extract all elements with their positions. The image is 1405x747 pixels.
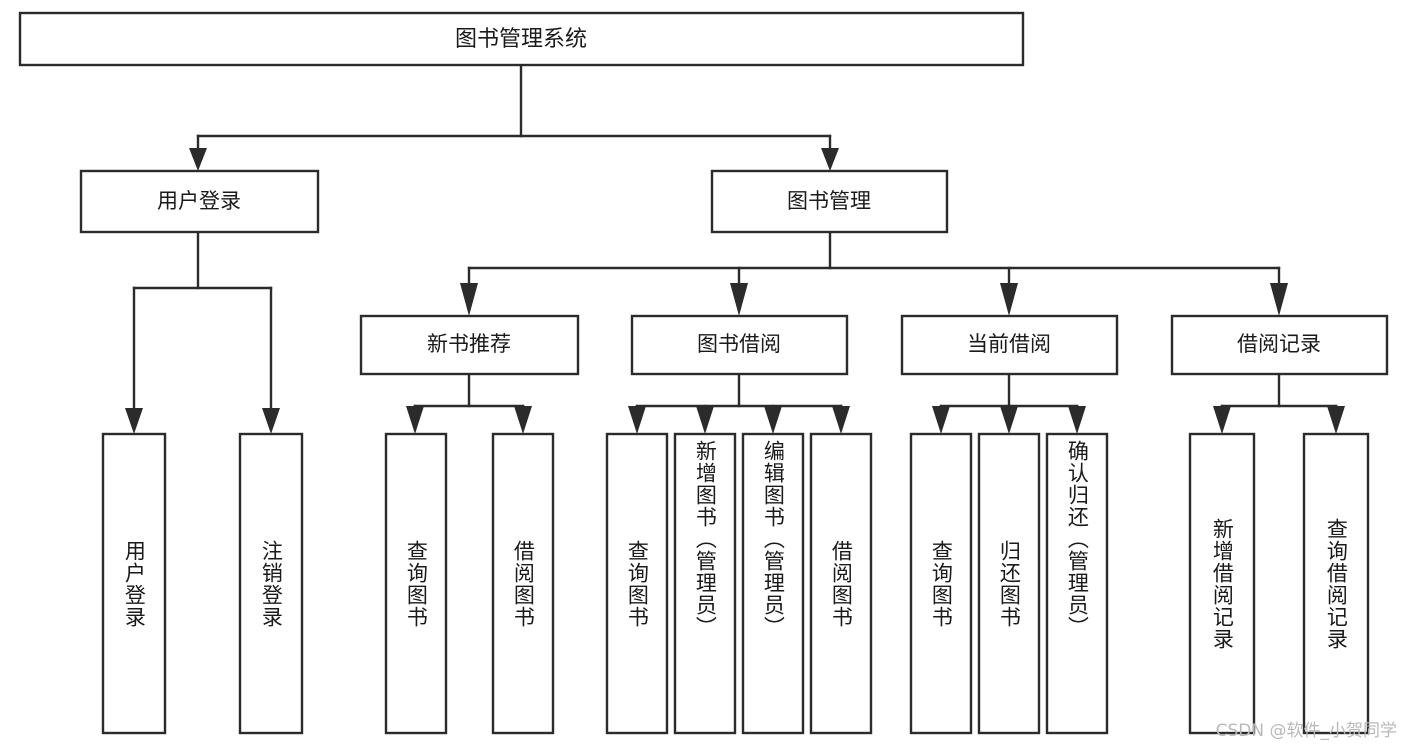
leaf-box-user-login-0[interactable] (101, 432, 167, 735)
node-borrow-record[interactable]: 借阅记录 (1170, 314, 1389, 376)
arrow-head-icon (125, 408, 143, 434)
leaf-box-current-borrow-0[interactable] (909, 432, 973, 735)
node-new-book-recommend-label: 新书推荐 (427, 332, 511, 356)
leaf-box-new-book-0[interactable] (384, 432, 448, 735)
arrow-head-icon (1068, 406, 1086, 434)
arrow-head-icon (764, 406, 782, 434)
connector-group-book-borrow (628, 372, 850, 434)
arrow-head-icon (1270, 283, 1288, 316)
node-user-login[interactable]: 用户登录 (79, 169, 320, 234)
connector-group-book-manage (460, 230, 1288, 316)
node-book-borrow[interactable]: 图书借阅 (630, 314, 849, 376)
connector-group-current-borrow (932, 372, 1086, 434)
leaf-box-book-borrow-2[interactable] (741, 432, 805, 735)
arrow-head-icon (406, 406, 424, 434)
connector-group-new-book (406, 372, 532, 434)
node-current-borrow[interactable]: 当前借阅 (900, 314, 1119, 376)
connector-group-borrow-record (1213, 372, 1345, 434)
connector-group-user-login (125, 230, 280, 434)
arrow-head-icon (514, 406, 532, 434)
node-book-manage-box[interactable] (710, 169, 949, 234)
node-current-borrow-box[interactable] (900, 314, 1119, 376)
node-user-login-box[interactable] (79, 169, 320, 234)
arrow-head-icon (696, 406, 714, 434)
arrow-head-icon (1000, 283, 1018, 316)
arrow-head-icon (628, 406, 646, 434)
leaf-box-borrow-record-0[interactable] (1188, 432, 1256, 735)
leaf-box-book-borrow-3[interactable] (809, 432, 873, 735)
node-borrow-record-box[interactable] (1170, 314, 1389, 376)
leaf-box-current-borrow-1[interactable] (977, 432, 1041, 735)
leaf-box-book-borrow-1[interactable] (673, 432, 737, 735)
node-new-book-recommend[interactable]: 新书推荐 (359, 314, 580, 376)
arrow-head-icon (189, 148, 207, 171)
node-book-manage[interactable]: 图书管理 (710, 169, 949, 234)
leaf-box-user-login-1[interactable] (238, 432, 304, 735)
arrow-head-icon (730, 283, 748, 316)
leaf-box-book-borrow-0[interactable] (605, 432, 669, 735)
node-book-borrow-label: 图书借阅 (697, 332, 781, 356)
leaf-box-borrow-record-1[interactable] (1302, 432, 1370, 735)
node-book-manage-label: 图书管理 (787, 189, 871, 213)
arrow-head-icon (832, 406, 850, 434)
node-book-borrow-box[interactable] (630, 314, 849, 376)
arrow-head-icon (262, 408, 280, 434)
node-root-box[interactable] (18, 11, 1025, 67)
arrow-head-icon (821, 148, 839, 171)
connector-group-root (189, 63, 839, 171)
node-user-login-label: 用户登录 (157, 189, 241, 213)
node-root[interactable]: 图书管理系统 (18, 11, 1025, 67)
node-new-book-recommend-box[interactable] (359, 314, 580, 376)
arrow-head-icon (460, 283, 478, 316)
arrow-head-icon (1000, 406, 1018, 434)
node-current-borrow-label: 当前借阅 (967, 332, 1051, 356)
arrow-head-icon (1213, 406, 1231, 434)
arrow-head-icon (1327, 406, 1345, 434)
leaf-box-new-book-1[interactable] (491, 432, 555, 735)
arrow-head-icon (932, 406, 950, 434)
node-borrow-record-label: 借阅记录 (1237, 332, 1321, 356)
node-root-label: 图书管理系统 (455, 27, 587, 52)
leaf-box-current-borrow-2[interactable] (1045, 432, 1109, 735)
